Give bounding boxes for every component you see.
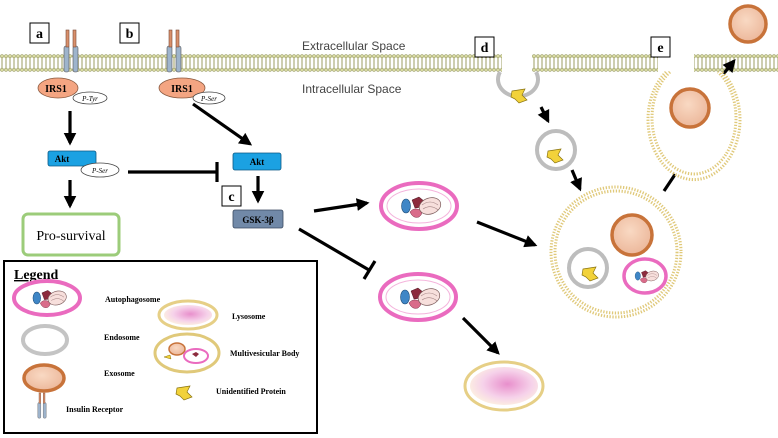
svg-text:P-Ser: P-Ser — [200, 95, 217, 103]
legend-lysosome-label: Lysosome — [232, 312, 266, 321]
legend-box: Legend Autophagosome Endosome Exosome In… — [3, 260, 318, 434]
svg-text:a: a — [36, 27, 43, 42]
akt-node-a: Akt P-Ser — [47, 150, 120, 178]
lysosome-main — [463, 360, 545, 412]
akt-node-b: Akt — [232, 152, 282, 171]
svg-text:c: c — [228, 190, 234, 205]
legend-mvb-icon — [153, 332, 221, 374]
legend-protein-label: Unidentified Protein — [216, 387, 286, 396]
gsk3b-node: GSK-3β — [232, 209, 284, 229]
legend-endosome-label: Endosome — [104, 333, 140, 342]
legend-exosome-label: Exosome — [104, 369, 135, 378]
irs1-node-b: IRS1 P-Ser — [158, 77, 226, 105]
legend-lysosome-icon — [157, 299, 219, 331]
multivesicular-body — [549, 185, 683, 319]
svg-text:IRS1: IRS1 — [45, 84, 67, 95]
legend-mvb-label: Multivesicular Body — [230, 349, 299, 358]
panel-label-c: c — [221, 185, 242, 207]
panel-label-a: a — [29, 22, 50, 44]
irs1-node-a: IRS1 P-Tyr — [37, 77, 108, 105]
plasma-membrane — [0, 54, 778, 72]
svg-text:P-Tyr: P-Tyr — [81, 95, 98, 103]
legend-autophagosome-icon — [12, 279, 82, 317]
svg-text:Akt: Akt — [250, 157, 265, 167]
svg-text:P-Ser: P-Ser — [91, 167, 108, 175]
svg-text:GSK-3β: GSK-3β — [242, 215, 274, 225]
legend-exosome-icon — [22, 363, 66, 393]
panel-label-e: e — [650, 36, 671, 58]
extracellular-label: Extracellular Space — [302, 39, 406, 53]
endosome-budding — [496, 71, 540, 104]
svg-text:e: e — [657, 41, 663, 56]
autophagosome-lower — [378, 272, 458, 322]
mvb-fusing — [646, 70, 742, 182]
intracellular-label: Intracellular Space — [302, 82, 402, 96]
svg-text:Pro-survival: Pro-survival — [36, 229, 105, 244]
svg-text:b: b — [126, 27, 134, 42]
svg-text:IRS1: IRS1 — [171, 84, 193, 95]
exosome-released — [728, 4, 768, 44]
legend-insulin-receptor-label: Insulin Receptor — [66, 405, 124, 414]
panel-label-d: d — [474, 36, 495, 58]
prosurvival-box: Pro-survival — [21, 212, 121, 257]
legend-autophagosome-label: Autophagosome — [105, 295, 161, 304]
autophagosome-upper — [379, 181, 459, 231]
svg-text:d: d — [481, 41, 489, 56]
legend-endosome-icon — [21, 324, 69, 356]
panel-label-b: b — [119, 22, 140, 44]
endosome-middle — [535, 129, 577, 171]
svg-text:Akt: Akt — [55, 154, 70, 164]
